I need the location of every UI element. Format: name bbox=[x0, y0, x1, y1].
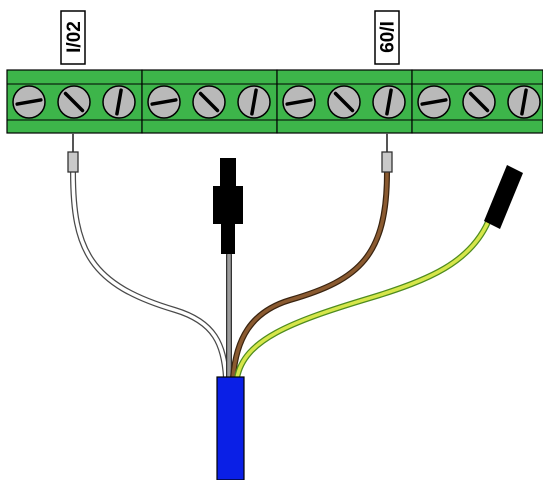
terminal-label-right: I/09 bbox=[375, 21, 396, 53]
label-left-box: I/02 bbox=[60, 10, 86, 65]
terminal-label-left: I/02 bbox=[64, 21, 85, 53]
cable-jacket-blue bbox=[216, 376, 245, 480]
terminal-screw-3-3 bbox=[372, 85, 406, 119]
terminal-screw-1-2 bbox=[57, 85, 91, 119]
terminal-screw-2-3 bbox=[237, 85, 271, 119]
label-right-box: I/09 bbox=[374, 10, 400, 65]
wire-white bbox=[70, 169, 229, 381]
ferrule-left bbox=[67, 133, 79, 173]
ferrule-right bbox=[381, 133, 393, 173]
terminal-screw-3-1 bbox=[282, 85, 316, 119]
terminal-screw-1-3 bbox=[102, 85, 136, 119]
terminal-screw-4-3 bbox=[507, 85, 541, 119]
terminal-screw-2-1 bbox=[147, 85, 181, 119]
wires bbox=[70, 169, 491, 381]
terminal-screw-4-2 bbox=[462, 85, 496, 119]
plug-connector-gray-wire bbox=[213, 158, 243, 254]
terminal-screw-3-2 bbox=[327, 85, 361, 119]
terminal-screws bbox=[12, 85, 541, 119]
sleeve-green-yellow-wire bbox=[484, 165, 523, 229]
terminal-screw-1-1 bbox=[12, 85, 46, 119]
terminal-screw-4-1 bbox=[417, 85, 451, 119]
terminal-screw-2-2 bbox=[192, 85, 226, 119]
